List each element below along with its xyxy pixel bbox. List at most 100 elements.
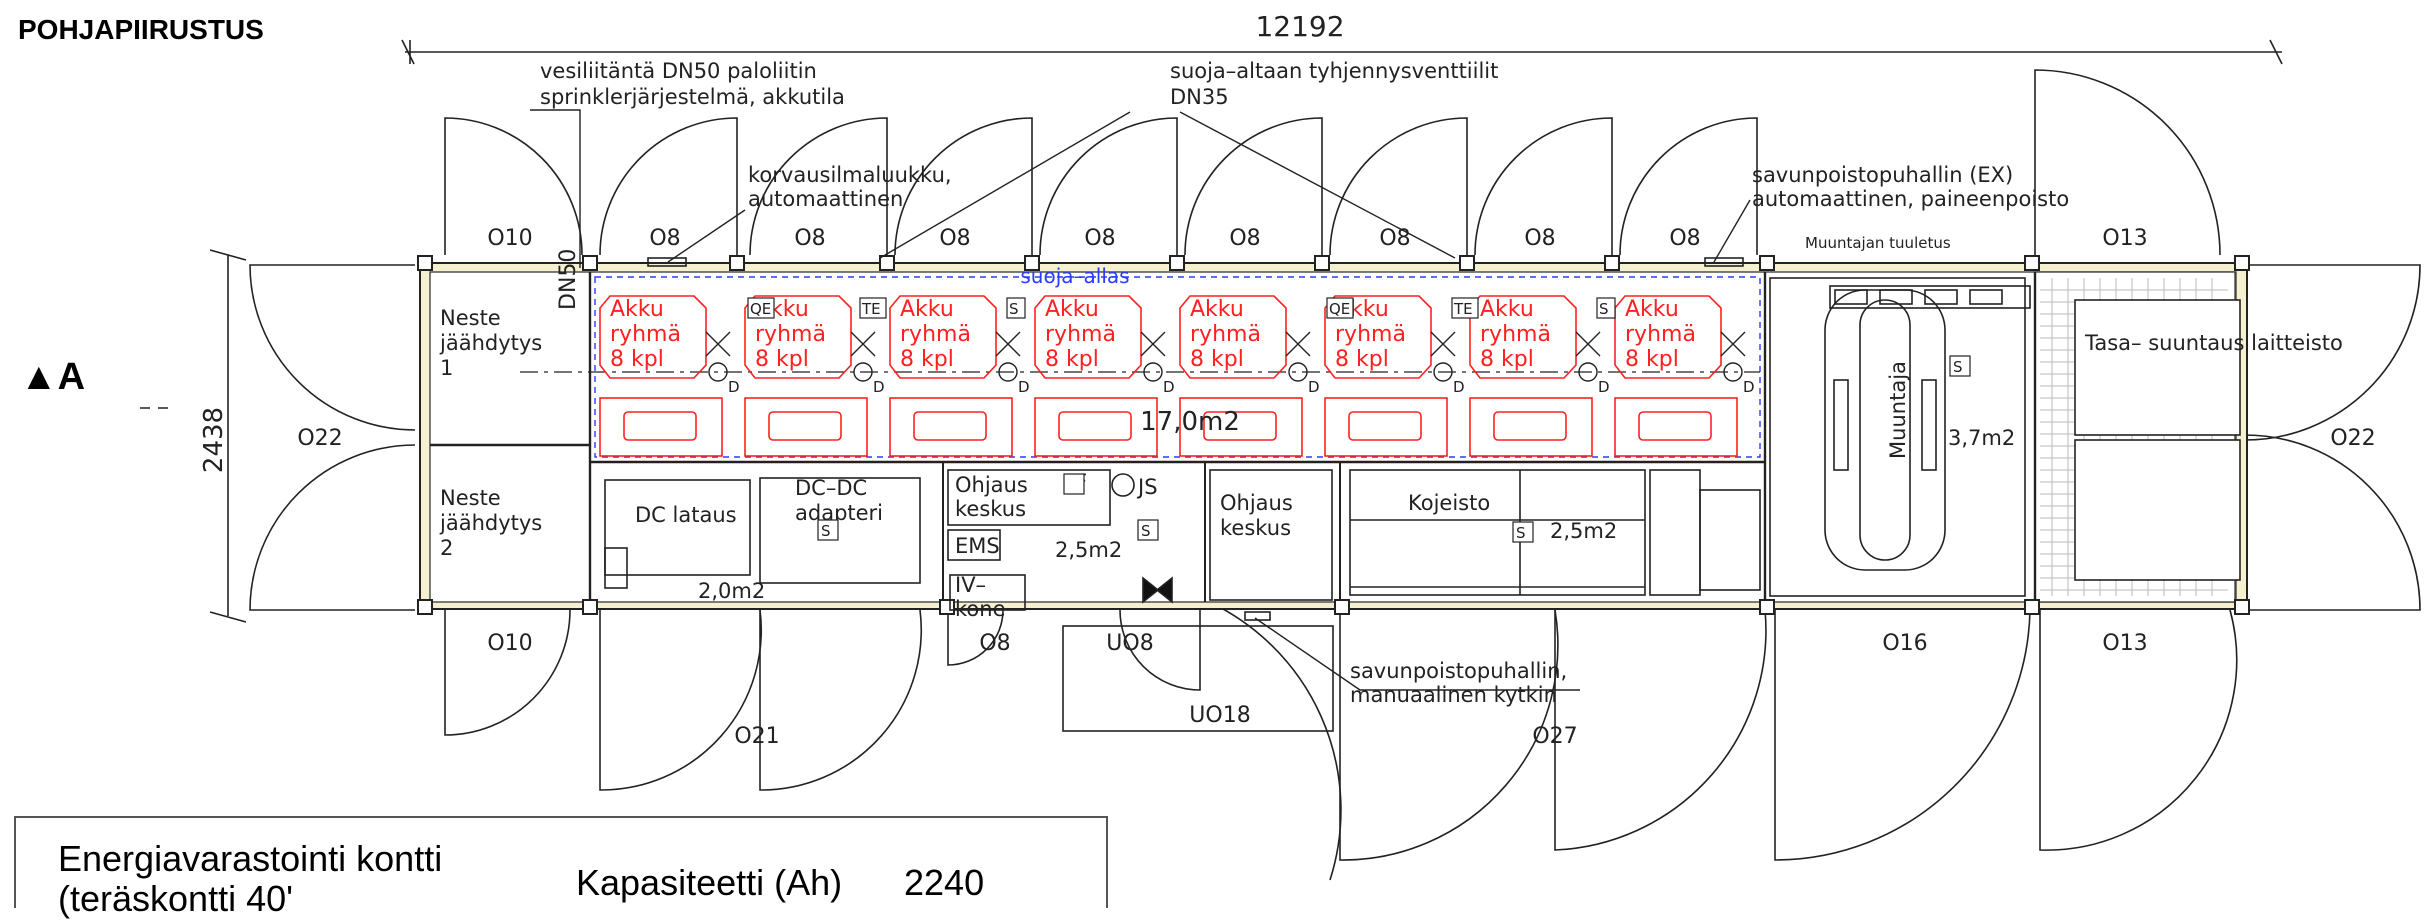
container-shell — [417, 255, 2250, 615]
door-swing-o13-bottom — [2039, 609, 2238, 851]
door-swing-o8-5 — [1184, 117, 1323, 256]
door-swing-o8-1 — [599, 117, 738, 256]
switchgear-label: Kojeisto — [1408, 491, 1490, 515]
switchgear — [1349, 469, 1646, 596]
door-label-bottom-o8: O8 — [979, 631, 1010, 656]
door-label-o21: O21 — [734, 724, 779, 749]
battery-label-line: ryhmä — [1045, 322, 1116, 347]
battery-label-line: Akku — [1625, 297, 1679, 322]
door-swing-o8-4 — [1039, 117, 1178, 256]
dc-charge-unit — [604, 479, 751, 576]
js-label: JS — [1136, 475, 1158, 499]
battery-label-line: ryhmä — [900, 322, 971, 347]
note-smoke-top-1: savunpoistopuhallin (EX) — [1752, 163, 2013, 187]
service-rooms — [604, 257, 2031, 732]
note-water-1: vesiliitäntä DN50 paloliitin — [540, 59, 817, 83]
page-title: POHJAPIIRUSTUS — [18, 14, 264, 45]
leader-lines — [530, 109, 1751, 691]
drain-tag: D — [873, 378, 885, 396]
room-sensor-tag: S — [1516, 524, 1526, 542]
door-label-o27: O27 — [1532, 724, 1577, 749]
door-label-top-o8-5: O8 — [1229, 226, 1260, 251]
iv-line1: IV– — [955, 573, 986, 597]
battery-label-line: ryhmä — [1625, 322, 1696, 347]
control-center-2 — [1209, 469, 1333, 601]
door-swing-o10-bottom — [444, 609, 571, 736]
dimension-length: 12192 — [1255, 10, 1344, 43]
area-dc-room: 2,0m2 — [698, 579, 765, 603]
sensor-tag-box — [747, 297, 775, 319]
notes: vesiliitäntä DN50 paloliitin sprinklerjä… — [540, 59, 2069, 707]
door-swing-o8-6 — [1329, 117, 1468, 256]
cooling2-line3: 2 — [440, 536, 453, 560]
door-label-top-o10: O10 — [487, 226, 532, 251]
room-sensor-tag: S — [821, 522, 831, 540]
door-label-bottom-o13: O13 — [2102, 631, 2147, 656]
control-center-1 — [947, 469, 1111, 526]
door-swing-o8-7 — [1474, 117, 1613, 256]
area-transformer-room: 3,7m2 — [1948, 426, 2015, 450]
drain-tag: D — [1308, 378, 1320, 396]
room-sensor-tag: S — [1953, 358, 1963, 376]
sensor-tag-box — [1326, 297, 1354, 319]
cooling2-line1: Neste — [440, 486, 501, 510]
battery-label-line: Akku — [1190, 297, 1244, 322]
dc-charge-label: DC lataus — [635, 503, 737, 527]
dcdc-line1: DC–DC — [795, 476, 867, 500]
battery-label-line: 8 kpl — [900, 347, 954, 372]
door-label-top-o8-7: O8 — [1524, 226, 1555, 251]
drain-tag: D — [1163, 378, 1175, 396]
control1-line1: Ohjaus — [955, 473, 1028, 497]
door-swing-o022-right-a — [2244, 264, 2421, 441]
battery-label-line: ryhmä — [610, 322, 681, 347]
note-louver-2: automaattinen — [748, 187, 903, 211]
sensor-tag-box — [859, 297, 887, 319]
tray-label: suoja–allas — [1020, 264, 1129, 288]
door-swing-o21-b — [759, 609, 923, 791]
door-label-uo18: UO18 — [1189, 703, 1250, 728]
area-switch-room: 2,5m2 — [1550, 519, 1617, 543]
sensor-tag-label: S — [1599, 300, 1609, 318]
ems-label: EMS — [955, 534, 1000, 558]
door-swing-o022-right-b — [2244, 434, 2421, 611]
door-labels: O10 O8 O8 O8 O8 O8 O8 O8 O8 O13 O10 O8 U… — [297, 226, 2375, 749]
door-swing-o16 — [1774, 609, 2031, 861]
cooling1-line1: Neste — [440, 306, 501, 330]
door-swing-o8-3 — [894, 117, 1033, 256]
section-marker-triangle-icon: ▲ — [20, 356, 58, 398]
door-label-top-o8-6: O8 — [1379, 226, 1410, 251]
cooling2-line2: jäähdytys — [439, 511, 542, 535]
battery-label-line: Akku — [900, 297, 954, 322]
door-label-bottom-uo8: UO8 — [1106, 631, 1153, 656]
battery-label-line: 8 kpl — [1045, 347, 1099, 372]
door-label-o022-right: O22 — [2330, 426, 2375, 451]
cooling1-line3: 1 — [440, 356, 453, 380]
door-swing-uo8 — [1119, 609, 1201, 691]
info-title: Energiavarastointi kontti — [58, 838, 443, 879]
drain-tag: D — [1743, 378, 1755, 396]
battery-label-line: 8 kpl — [755, 347, 809, 372]
control1-line2: keskus — [955, 497, 1026, 521]
sensor-tag-label: S — [1009, 300, 1019, 318]
info-box: Energiavarastointi kontti (teräskontti 4… — [14, 816, 1108, 919]
room-sensor-tag: S — [1141, 522, 1151, 540]
door-label-o022-left: O22 — [297, 426, 342, 451]
sensor-tag-label: TE — [861, 300, 881, 318]
door-swing-o022-left-a — [249, 264, 416, 431]
note-smoke-bottom-2: manuaalinen kytkin — [1350, 683, 1557, 707]
iv-line2: kone — [955, 597, 1006, 621]
transformer-vent-label: Muuntajan tuuletus — [1805, 234, 1951, 252]
drain-tag: D — [1018, 378, 1030, 396]
sensor-tag-box — [1451, 297, 1479, 319]
note-water-2: sprinklerjärjestelmä, akkutila — [540, 85, 845, 109]
battery-label-line: 8 kpl — [1625, 347, 1679, 372]
battery-label-line: 8 kpl — [1480, 347, 1534, 372]
door-label-top-o8-1: O8 — [649, 226, 680, 251]
battery-label-line: 8 kpl — [610, 347, 664, 372]
note-louver-1: korvausilmaluukku, — [748, 163, 952, 187]
transformer-label: Muuntaja — [1886, 361, 1910, 459]
iv-unit — [949, 574, 1026, 611]
